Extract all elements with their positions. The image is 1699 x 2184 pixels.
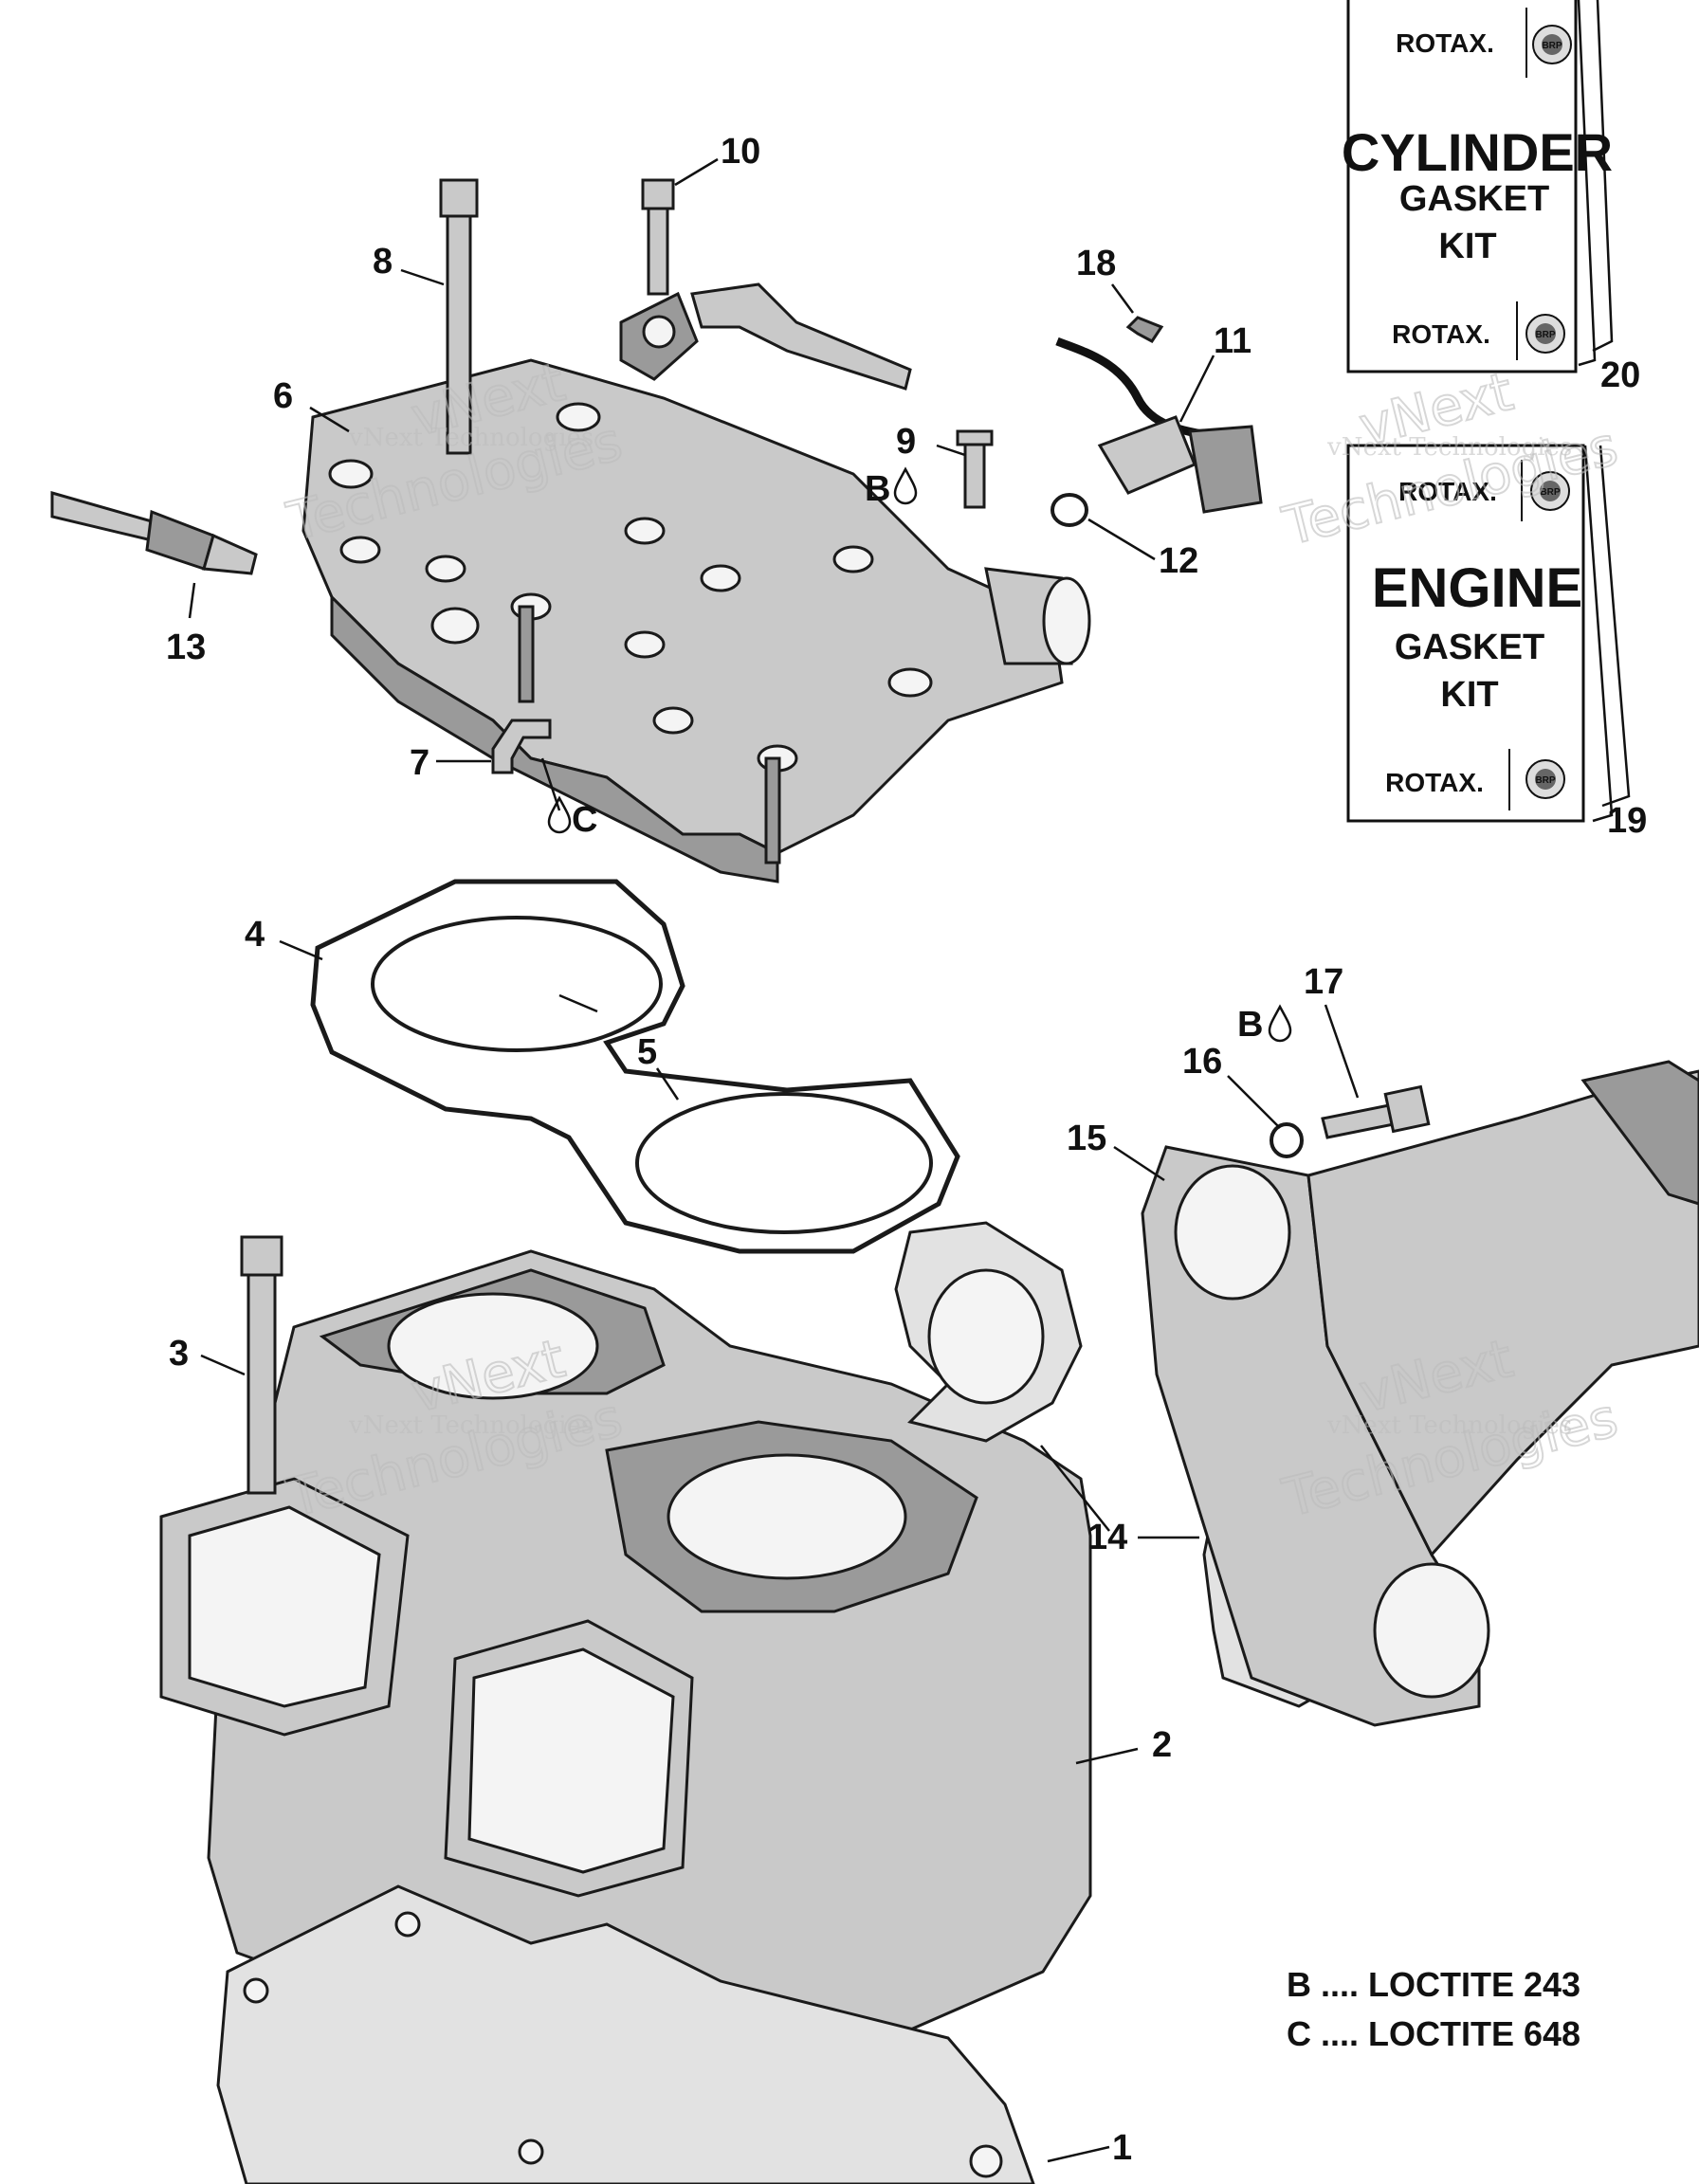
callout-13: 13 [166, 628, 206, 667]
exhaust-manifold [1141, 1060, 1699, 1727]
adhesive-c-label: C [572, 800, 597, 840]
kit-line2: GASKET [1399, 179, 1549, 219]
svg-text:BRP: BRP [1540, 487, 1560, 498]
kit-line1: ENGINE [1372, 557, 1582, 619]
callout-17: 17 [1304, 962, 1343, 1002]
callout-15: 15 [1067, 1119, 1106, 1158]
adhesive-b-label: B [865, 469, 890, 509]
bolt-3 [240, 1235, 283, 1495]
callout-14: 14 [1087, 1518, 1127, 1557]
callout-4: 4 [245, 915, 265, 955]
engine-gasket-kit: ROTAX. BRP ENGINE GASKET KIT ROTAX. BRP [1346, 444, 1631, 823]
leader-lines [188, 157, 1360, 2163]
kit-brand-bottom: ROTAX. [1392, 319, 1490, 349]
watermark: vNext Technologies [1326, 433, 1572, 462]
kit-line2: GASKET [1395, 628, 1544, 667]
callout-12: 12 [1159, 541, 1198, 581]
callout-1: 1 [1112, 2128, 1132, 2168]
bolt-10 [641, 178, 675, 296]
callout-3: 3 [169, 1334, 189, 1374]
kit-line3: KIT [1438, 227, 1496, 266]
drop-icon [1268, 1004, 1292, 1043]
base-gasket [216, 1884, 1035, 2184]
callout-5: 5 [637, 1032, 657, 1072]
svg-text:BRP: BRP [1542, 41, 1562, 51]
callout-7: 7 [410, 743, 429, 783]
brp-badge-icon: BRP [1525, 314, 1565, 354]
callout-16: 16 [1182, 1042, 1222, 1082]
kit-line1: CYLINDER [1342, 122, 1613, 182]
adhesive-legend: B .... LOCTITE 243 C .... LOCTITE 648 [1287, 1965, 1580, 2053]
watermark: vNext Technologies [348, 424, 594, 452]
drop-icon [547, 795, 572, 834]
kit-brand-bottom: ROTAX. [1385, 768, 1484, 797]
brp-badge-icon: BRP [1532, 25, 1572, 64]
watermark: vNext Technologies [1326, 1411, 1572, 1440]
temperature-sensor [1055, 337, 1263, 514]
callout-18: 18 [1076, 244, 1116, 283]
callout-labels: 1 2 3 4 5 6 7 8 9 10 11 12 13 14 15 16 1… [166, 132, 1647, 2168]
callout-6: 6 [273, 376, 293, 416]
svg-text:BRP: BRP [1535, 775, 1555, 786]
callout-10: 10 [721, 132, 760, 172]
adhesive-marks: B C B [547, 466, 1292, 1045]
callout-2: 2 [1152, 1725, 1172, 1765]
kit-brand-top: ROTAX. [1398, 477, 1497, 506]
callout-19: 19 [1607, 801, 1647, 841]
svg-text:BRP: BRP [1535, 330, 1555, 340]
callout-11: 11 [1214, 321, 1251, 361]
callout-9: 9 [896, 422, 916, 462]
fitting-9 [956, 429, 994, 509]
watermark: vNext Technologies [348, 1411, 594, 1440]
kit-brand-top: ROTAX. [1396, 28, 1494, 58]
bolt-8 [439, 178, 479, 455]
knock-sensor [619, 282, 912, 391]
clip-18 [1125, 316, 1164, 343]
adhesive-b-label: B [1237, 1005, 1263, 1045]
legend-b: B .... LOCTITE 243 [1287, 1965, 1580, 2004]
callout-20: 20 [1600, 355, 1640, 395]
exhaust-gasket-upper [894, 1221, 1083, 1443]
legend-c: C .... LOCTITE 648 [1287, 2014, 1580, 2053]
cylinder-gasket-kit: ROTAX. BRP CYLINDER GASKET KIT ROTAX. BR… [1342, 0, 1614, 373]
spark-plug [50, 491, 258, 575]
washer-12 [1050, 493, 1088, 527]
o-ring-5 [371, 916, 933, 1234]
brp-badge-icon: BRP [1530, 471, 1570, 511]
cylinder-head [301, 358, 1091, 883]
cylinder-block [159, 1249, 1092, 2106]
drop-icon [893, 466, 918, 505]
brp-badge-icon: BRP [1525, 759, 1565, 799]
washer-16 [1270, 1122, 1304, 1158]
head-gasket-oring [310, 879, 960, 1254]
fitting-7 [491, 719, 552, 774]
kit-line3: KIT [1440, 675, 1498, 715]
callout-8: 8 [373, 242, 393, 282]
bolt-17 [1321, 1084, 1431, 1139]
